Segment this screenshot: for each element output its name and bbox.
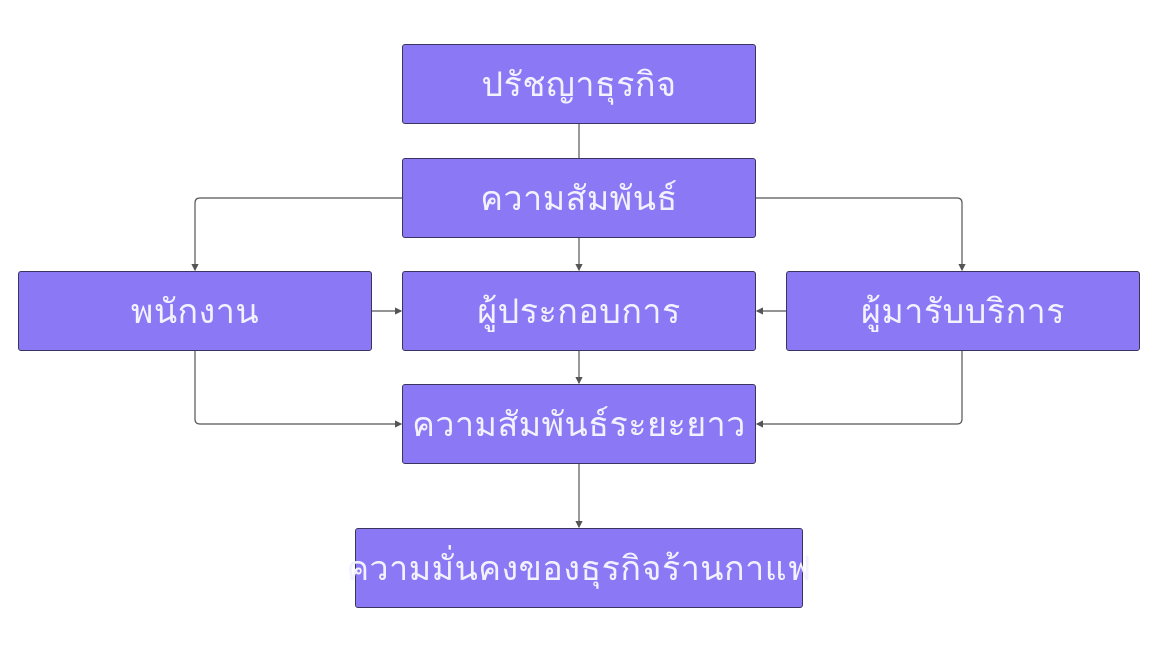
node-coffee-business-stability: ความมั่นคงของธุรกิจร้านกาแฟ <box>346 528 811 608</box>
edge-relationship-customers <box>756 197 966 272</box>
edge-relationship-employees <box>191 197 402 272</box>
edge-customers-longterm <box>755 351 963 428</box>
edge-employees-longterm <box>194 351 403 428</box>
node-long-term-relationship: ความสัมพันธ์ระยะยาว <box>402 384 756 464</box>
node-customers: ผู้มารับบริการ <box>786 271 1140 351</box>
node-business-philosophy: ปรัชญาธุรกิจ <box>402 44 756 124</box>
node-entrepreneur: ผู้ประกอบการ <box>402 271 756 351</box>
node-relationship: ความสัมพันธ์ <box>402 158 756 238</box>
node-employees: พนักงาน <box>18 271 372 351</box>
